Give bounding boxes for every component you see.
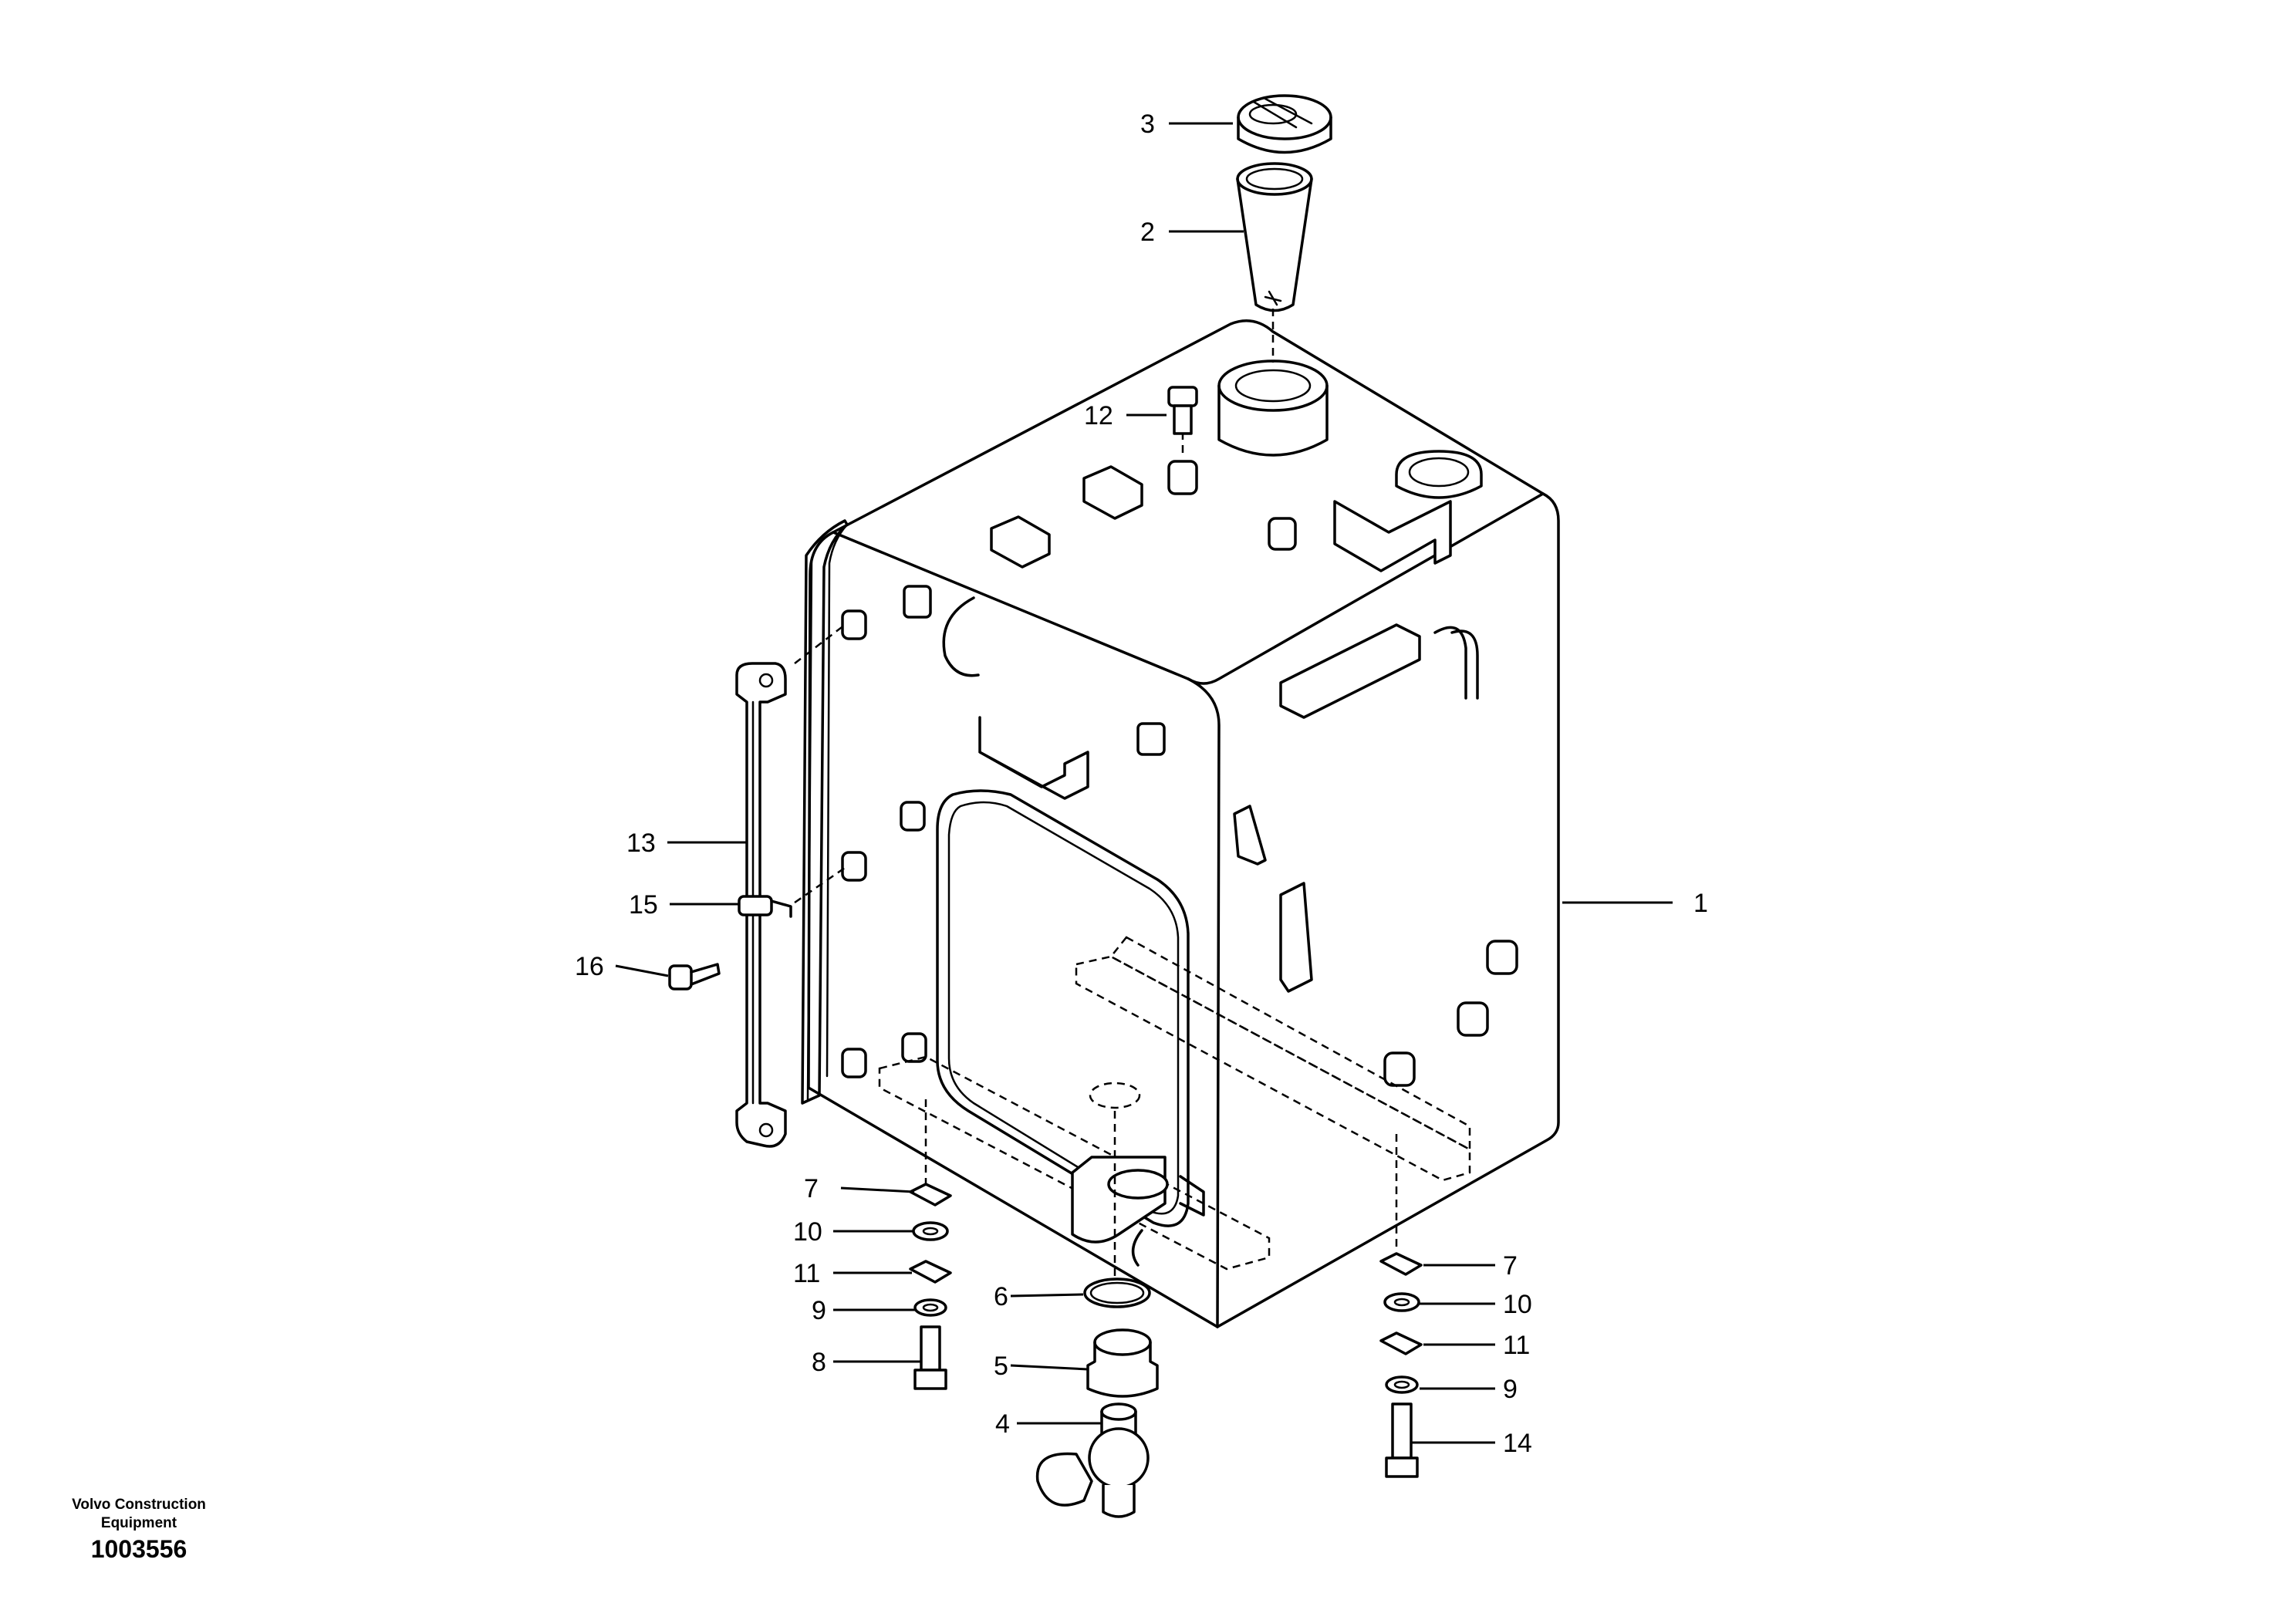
callout-labels: 3 2 12 1 13 15 16 7 10 11 9 8 6 5 4 7 10… (575, 110, 1708, 1458)
filler-cap (1237, 94, 1332, 154)
brand-line-2: Equipment (100, 1515, 177, 1531)
fastener-stack-left (909, 1183, 952, 1390)
callout-5: 5 (994, 1352, 1008, 1381)
callout-12: 12 (1084, 401, 1113, 430)
callout-7-right: 7 (1503, 1251, 1518, 1281)
strainer (1236, 162, 1313, 312)
bolt-12 (1167, 386, 1198, 435)
callout-11-left: 11 (793, 1259, 820, 1288)
brand-line-1: Volvo Construction (72, 1497, 206, 1513)
screw-16 (668, 963, 721, 991)
callout-10-right: 10 (1503, 1290, 1532, 1319)
callout-16: 16 (575, 952, 604, 981)
callout-6: 6 (994, 1282, 1008, 1311)
callout-4: 4 (995, 1409, 1010, 1439)
fastener-stack-right (1379, 1252, 1423, 1478)
callout-11-right: 11 (1503, 1331, 1530, 1360)
callout-14: 14 (1503, 1429, 1532, 1458)
callout-15: 15 (629, 890, 658, 920)
explode-lines (794, 309, 1398, 1281)
clip-15 (738, 895, 792, 918)
callout-9-right: 9 (1503, 1375, 1518, 1404)
callout-10-left: 10 (793, 1217, 822, 1247)
callout-1: 1 (1693, 889, 1708, 918)
o-ring (1083, 1277, 1151, 1308)
callout-13: 13 (626, 829, 656, 858)
hydraulic-tank (801, 319, 1560, 1328)
drain-valve (1035, 1402, 1150, 1518)
callout-7-left: 7 (804, 1174, 819, 1203)
drawing-number: 1003556 (90, 1535, 187, 1563)
callout-3: 3 (1140, 110, 1155, 139)
callout-2: 2 (1140, 218, 1155, 247)
callout-8: 8 (812, 1348, 826, 1377)
leader-lines (615, 122, 1673, 1444)
callout-9-left: 9 (812, 1296, 826, 1325)
adapter (1086, 1328, 1159, 1398)
